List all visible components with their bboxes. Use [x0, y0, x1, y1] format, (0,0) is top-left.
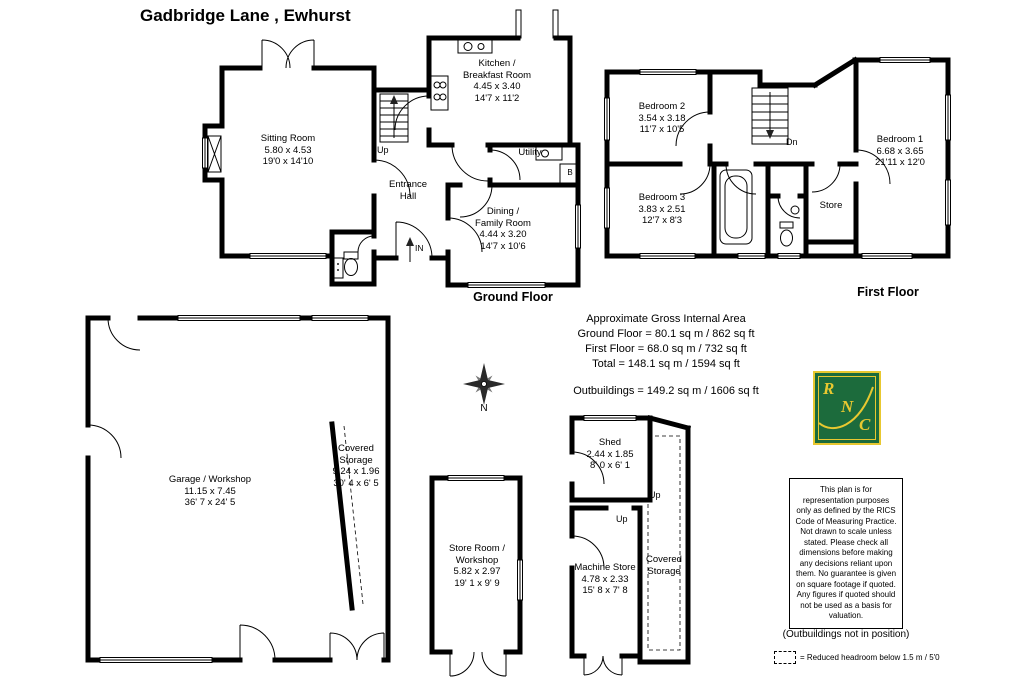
room-label-store: Store	[803, 200, 859, 212]
rnc-logo-border	[818, 376, 876, 440]
room-label-bedroom1: Bedroom 1 6.68 x 3.65 21'11 x 12'0	[850, 134, 950, 169]
room-label-dining: Dining / Family Room 4.44 x 3.20 14'7 x …	[458, 206, 548, 252]
label-line: 15' 8 x 7' 8	[582, 585, 628, 596]
label-line: Bedroom 2	[638, 101, 686, 112]
room-label-sitting-room: Sitting Room 5.80 x 4.53 19'0 x 14'10	[238, 133, 338, 168]
label-line: Garage / Workshop	[168, 474, 252, 485]
label-line: 4.44 x 3.20	[479, 229, 527, 240]
room-label-covered-storage-1: Covered Storage 9.24 x 1.96 30' 4 x 6' 5	[322, 443, 390, 489]
machine-store-up-label: Up	[616, 514, 628, 524]
label-line: 19' 1 x 9' 9	[454, 577, 500, 589]
label-line: Shed	[598, 437, 622, 448]
label-line: Dining /	[486, 206, 520, 217]
label-line: Storage	[647, 565, 681, 577]
first-floor-plan	[604, 56, 951, 259]
label-line: Bedroom 1	[876, 134, 924, 145]
legend-text: = Reduced headroom below 1.5 m / 5'0	[800, 653, 940, 662]
label-line: 6.68 x 3.65	[876, 145, 924, 157]
room-label-shed: Shed 2.44 x 1.85 8' 0 x 6' 1	[570, 437, 650, 472]
area-total: Total = 148.1 sq m / 1594 sq ft	[592, 358, 740, 370]
compass-north-label: N	[480, 403, 488, 414]
stairs-down-label: Dn	[786, 137, 798, 147]
label-line: 8' 0 x 6' 1	[589, 460, 631, 471]
label-line: Store	[819, 200, 843, 211]
label-line: 9.24 x 1.96	[332, 466, 380, 477]
ground-floor-label: Ground Floor	[473, 290, 553, 304]
room-label-entrance-hall: Entrance Hall	[373, 179, 443, 202]
area-heading: Approximate Gross Internal Area	[586, 313, 746, 325]
rnc-letter-r: R	[823, 379, 835, 398]
label-line: Family Room	[475, 217, 531, 229]
label-line: Covered	[338, 443, 374, 454]
label-line: Sitting Room	[260, 133, 316, 144]
page-title: Gadbridge Lane , Ewhurst	[140, 6, 351, 25]
room-label-machine-store: Machine Store 4.78 x 2.33 15' 8 x 7' 8	[556, 562, 654, 597]
label-line: 14'7 x 10'6	[480, 240, 526, 252]
label-line: Utility	[518, 147, 542, 158]
label-line: Covered	[646, 554, 682, 565]
area-outbuildings: Outbuildings = 149.2 sq m / 1606 sq ft	[573, 385, 759, 397]
label-line: 11'7 x 10'5	[639, 124, 685, 135]
rnc-logo-swoosh	[818, 386, 874, 430]
label-line: Entrance	[388, 179, 428, 190]
ground-floor-plan	[202, 9, 581, 288]
label-line: 2.44 x 1.85	[586, 448, 634, 460]
label-line: 3.83 x 2.51	[638, 203, 686, 215]
shed-up-label: Up	[649, 490, 661, 500]
entrance-in-label: IN	[415, 243, 424, 253]
compass-icon	[463, 363, 505, 405]
label-line: Breakfast Room	[462, 69, 532, 81]
label-line: 30' 4 x 6' 5	[333, 477, 379, 489]
reduced-headroom-legend: = Reduced headroom below 1.5 m / 5'0	[774, 651, 940, 664]
label-line: Kitchen /	[478, 58, 516, 69]
label-line: 4.45 x 3.40	[473, 81, 521, 92]
label-line: Workshop	[455, 554, 499, 566]
boiler-label: B	[567, 168, 573, 177]
label-line: Store Room /	[449, 543, 505, 554]
disclaimer-box: This plan is for representation purposes…	[789, 478, 903, 629]
area-summary: Approximate Gross Internal Area Ground F…	[546, 312, 786, 399]
label-line: 11.15 x 7.45	[184, 485, 236, 497]
room-label-covered-storage-2: Covered Storage	[636, 554, 692, 577]
label-line: 5.82 x 2.97	[453, 566, 501, 577]
label-line: Hall	[399, 190, 417, 202]
label-line: 36' 7 x 24' 5	[184, 497, 236, 508]
area-first: First Floor = 68.0 sq m / 732 sq ft	[585, 343, 747, 355]
room-label-bedroom2: Bedroom 2 3.54 x 3.18 11'7 x 10'5	[612, 101, 712, 136]
room-label-kitchen: Kitchen / Breakfast Room 4.45 x 3.40 14'…	[452, 58, 542, 104]
rnc-letter-c: C	[859, 415, 871, 434]
label-line: 19'0 x 14'10	[262, 156, 314, 167]
room-label-utility: Utility	[495, 147, 565, 159]
room-label-store-room-workshop: Store Room / Workshop 5.82 x 2.97 19' 1 …	[432, 543, 522, 589]
label-line: 12'7 x 8'3	[641, 215, 683, 226]
label-line: Bedroom 3	[638, 192, 686, 203]
label-line: Machine Store	[574, 562, 636, 573]
outbuildings-note: (Outbuildings not in position)	[782, 629, 910, 640]
reduced-headroom-swatch	[774, 651, 796, 664]
first-floor-label: First Floor	[857, 285, 919, 299]
room-label-bedroom3: Bedroom 3 3.83 x 2.51 12'7 x 8'3	[612, 192, 712, 227]
outbuildings-plan	[85, 315, 692, 677]
room-label-garage-workshop: Garage / Workshop 11.15 x 7.45 36' 7 x 2…	[145, 474, 275, 509]
rnc-logo: R N C	[813, 371, 881, 445]
label-line: 4.78 x 2.33	[581, 573, 629, 585]
label-line: Storage	[339, 454, 373, 466]
stairs-up-label: Up	[377, 145, 389, 155]
rnc-letter-n: N	[841, 397, 854, 416]
area-ground: Ground Floor = 80.1 sq m / 862 sq ft	[577, 328, 755, 340]
label-line: 5.80 x 4.53	[264, 144, 312, 156]
label-line: 14'7 x 11'2	[474, 92, 520, 104]
label-line: 3.54 x 3.18	[638, 112, 686, 124]
label-line: 21'11 x 12'0	[875, 157, 925, 168]
